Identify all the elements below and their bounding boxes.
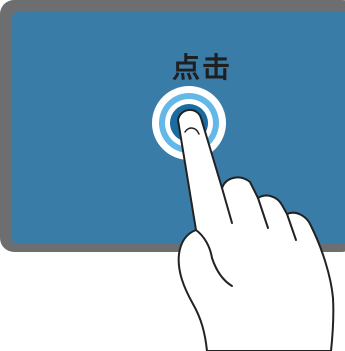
pointing-hand-icon: [178, 110, 333, 351]
